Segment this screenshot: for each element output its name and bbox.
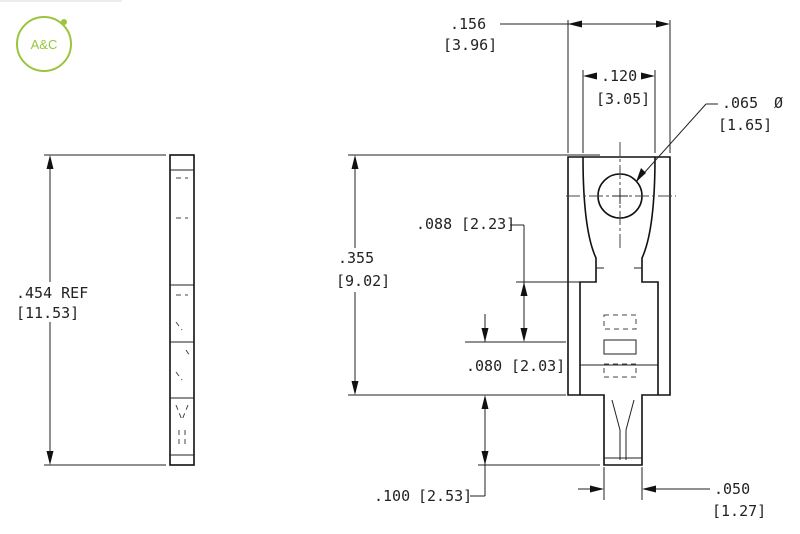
front-view: .156 [3.96] .120 [3.05] .065 Ø [1.65] .3… (334, 15, 783, 520)
logo-text: A&C (31, 37, 58, 52)
pin-width-label: .050 (714, 480, 750, 498)
side-view: .454 REF [11.53] (14, 154, 195, 466)
diameter-symbol: Ø (774, 94, 783, 112)
height-label: .355 (338, 249, 374, 267)
neck-depth-label: .088 (416, 215, 452, 233)
width-label: .156 (450, 15, 486, 33)
hole-diameter-metric: [1.65] (718, 116, 772, 134)
hole-diameter-label: .065 (722, 94, 758, 112)
width-metric: [3.96] (443, 36, 497, 54)
pin-length-metric: [2.53] (418, 487, 472, 505)
company-logo: A&C (0, 0, 122, 72)
slot-gap-metric: [2.03] (511, 357, 565, 375)
pin-length-label: .100 (374, 487, 410, 505)
pin-width-metric: [1.27] (712, 502, 766, 520)
terminal-outline (567, 156, 671, 466)
hole-diameter-leader (635, 103, 707, 183)
neck-depth-metric: [2.23] (461, 215, 515, 233)
hole-spacing-metric: [3.05] (596, 90, 650, 108)
overall-height-label: .454 REF (16, 284, 88, 302)
overall-height-metric: [11.53] (16, 304, 79, 322)
height-metric: [9.02] (336, 272, 390, 290)
hole-spacing-label: .120 (601, 67, 637, 85)
slot-gap-label: .080 (466, 357, 502, 375)
